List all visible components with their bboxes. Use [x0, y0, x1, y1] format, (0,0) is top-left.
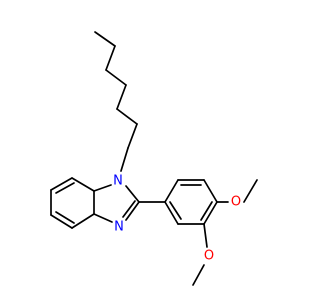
- ring-bond: [125, 201, 140, 221]
- ring-bond: [50, 177, 73, 191]
- atom-n3: N: [114, 220, 124, 235]
- chain-bond: [94, 31, 116, 47]
- methoxy-bond: [243, 179, 258, 203]
- atom-o-meta: O: [204, 249, 214, 264]
- ring-bond: [71, 177, 95, 192]
- ring-bond: [164, 179, 179, 203]
- ring-bond: [203, 201, 218, 225]
- ring-bond: [200, 201, 213, 221]
- ring-bond: [71, 213, 95, 229]
- atom-labels: N N O O: [113, 174, 241, 264]
- chain-bond: [127, 123, 138, 149]
- atom-o-para: O: [231, 195, 241, 210]
- ring-bond: [203, 179, 218, 203]
- ring-bond: [50, 214, 73, 229]
- ring-bond: [125, 185, 140, 203]
- chain-bond: [116, 108, 138, 125]
- ring-bond: [122, 200, 136, 218]
- ring-bond: [169, 201, 182, 220]
- chain-bond: [120, 147, 129, 172]
- methoxy-bond: [192, 264, 205, 286]
- ring-bond: [55, 182, 75, 194]
- ring-bond: [93, 184, 112, 192]
- ring-bond: [55, 211, 75, 224]
- chain-bond: [105, 69, 127, 86]
- chain-bond: [116, 84, 127, 110]
- ring-bond: [93, 213, 113, 223]
- structure-diagram: N N O O: [50, 31, 258, 286]
- bond-lines: [50, 31, 258, 286]
- chain-bond: [105, 45, 116, 71]
- ring-bond: [164, 201, 179, 225]
- atom-n1: N: [113, 174, 123, 189]
- methoxy-bond: [203, 223, 208, 248]
